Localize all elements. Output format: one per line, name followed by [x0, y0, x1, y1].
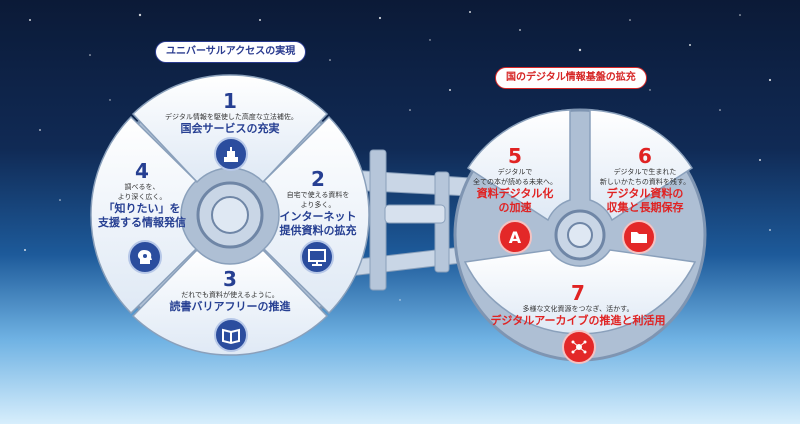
segment-7-number: 7: [571, 281, 585, 305]
segment-4-title: 「知りたい」を 支援する情報発信: [98, 202, 186, 229]
segment-1-title: 国会サービスの充実: [180, 122, 280, 135]
svg-text:A: A: [509, 228, 522, 247]
segment-2-title: インターネット 提供資料の拡充: [279, 210, 357, 237]
segment-1-number: 1: [223, 89, 237, 113]
segment-6-title: デジタル資料の 収集と長期保存: [606, 187, 684, 214]
network-icon: [562, 330, 596, 364]
segment-5-number: 5: [508, 144, 522, 168]
book-icon: [214, 318, 248, 352]
segment-7-subtitle: 多様な文化資源をつなぎ、活かす。: [522, 305, 634, 313]
right-group-label: 国のデジタル情報基盤の拡充: [495, 67, 647, 89]
segment-2[interactable]: 2 自宅で使える資料を より多く。 インターネット 提供資料の拡充: [268, 168, 368, 238]
segment-6-subtitle: デジタルで生まれた 新しいかたちの資料を残す。: [599, 168, 691, 186]
head-gear-icon: [128, 240, 162, 274]
segment-1-subtitle: デジタル情報を駆使した高度な立法補佐。: [165, 113, 298, 121]
segment-3-number: 3: [223, 267, 237, 291]
letter-a-icon: A: [498, 220, 532, 254]
monitor-icon: [300, 240, 334, 274]
segment-5-title: 資料デジタル化 の加速: [476, 187, 554, 214]
segment-2-subtitle: 自宅で使える資料を より多く。: [286, 191, 350, 209]
segment-3-subtitle: だれでも資料が使えるように。: [181, 291, 279, 299]
segment-4-number: 4: [135, 159, 149, 183]
parliament-icon: [214, 137, 248, 171]
segment-5-subtitle: デジタルで 全ての本が読める未来へ。: [473, 168, 557, 186]
segment-6[interactable]: 6 デジタルで生まれた 新しいかたちの資料を残す。 デジタル資料の 収集と長期保…: [590, 145, 700, 215]
segment-3[interactable]: 3 だれでも資料が使えるように。 読書バリアフリーの推進: [160, 268, 300, 314]
segment-7-title: デジタルアーカイブの推進と利活用: [490, 314, 666, 327]
segment-1[interactable]: 1 デジタル情報を駆使した高度な立法補佐。 国会サービスの充実: [165, 89, 298, 136]
folder-icon: [622, 220, 656, 254]
segment-6-number: 6: [638, 144, 652, 168]
segment-4[interactable]: 4 調べるを、 より深く広く。 「知りたい」を 支援する情報発信: [92, 160, 192, 230]
segment-3-title: 読書バリアフリーの推進: [169, 300, 291, 313]
segment-5[interactable]: 5 デジタルで 全ての本が読める未来へ。 資料デジタル化 の加速: [460, 145, 570, 215]
left-group-label: ユニバーサルアクセスの実現: [155, 41, 307, 63]
segment-4-subtitle: 調べるを、 より深く広く。: [117, 183, 167, 201]
segment-2-number: 2: [311, 167, 325, 191]
segment-7[interactable]: 7 多様な文化資源をつなぎ、活かす。 デジタルアーカイブの推進と利活用: [478, 282, 678, 328]
